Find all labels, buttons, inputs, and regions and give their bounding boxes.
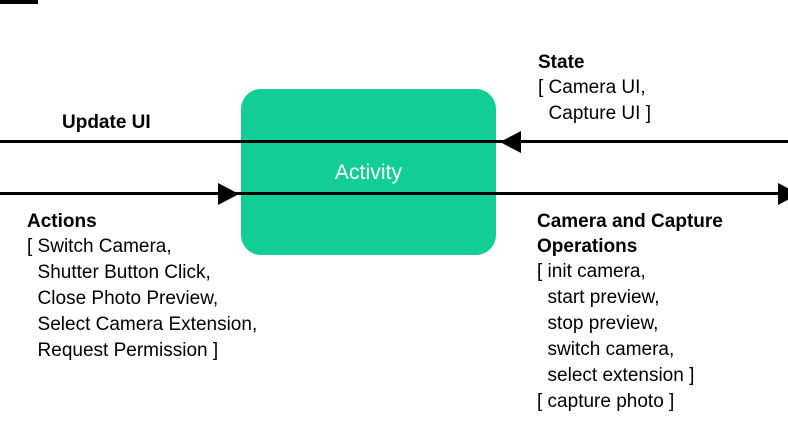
node-activity-label: Activity — [334, 160, 403, 184]
edge-label-update-ui-text: Update UI — [62, 112, 151, 133]
edge-label-state-heading: State — [538, 52, 585, 73]
arrow-head-left-into-activity — [500, 131, 521, 153]
edge-label-actions-heading: Actions — [27, 211, 97, 232]
edge-label-camera-operations-items-secondary: [ capture photo ] — [537, 391, 675, 412]
edge-label-update-ui: Update UI — [62, 110, 151, 135]
arrow-head-right-edge — [778, 183, 788, 205]
crop-mark — [0, 0, 38, 4]
edge-label-state: State [ Camera UI, Capture UI ] — [538, 50, 651, 127]
edge-label-camera-operations-heading: Camera and Capture Operations — [537, 211, 723, 257]
edge-label-camera-operations-items-primary: [ init camera, start preview, stop previ… — [537, 261, 695, 386]
edge-label-camera-operations: Camera and Capture Operations [ init cam… — [537, 209, 723, 415]
edge-label-actions-items: [ Switch Camera, Shutter Button Click, C… — [27, 236, 258, 361]
edge-line-bottom — [0, 192, 788, 195]
edge-label-actions: Actions [ Switch Camera, Shutter Button … — [27, 209, 257, 364]
edge-line-top — [0, 140, 788, 143]
arrow-head-right-into-activity — [218, 183, 239, 205]
edge-label-state-items: [ Camera UI, Capture UI ] — [538, 77, 651, 124]
node-activity: Activity — [241, 89, 496, 255]
